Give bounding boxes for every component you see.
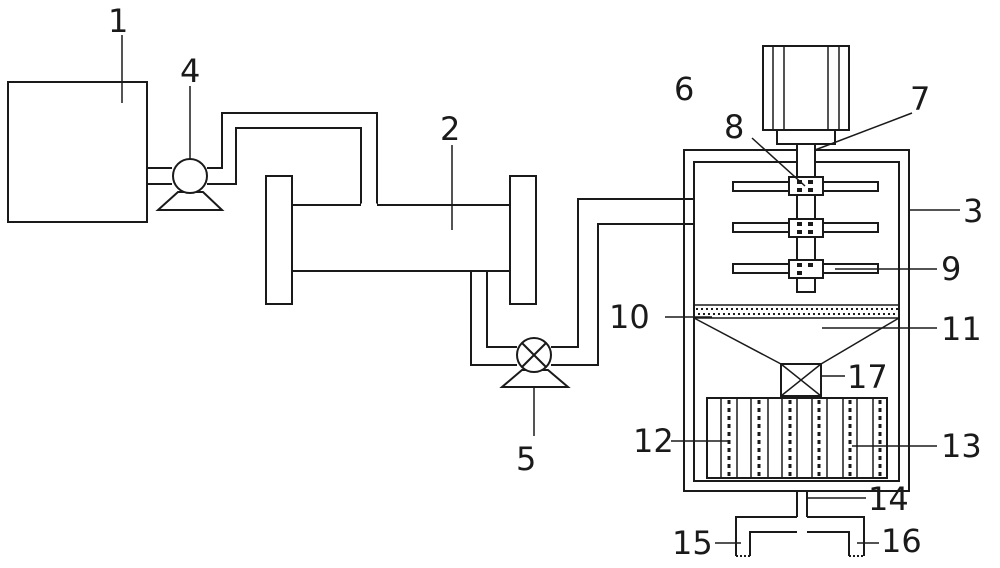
outlet-pipe-14	[735, 491, 865, 557]
valve-17	[780, 363, 822, 397]
label-5: 5	[516, 440, 536, 478]
hopper-11	[693, 317, 900, 365]
label-7: 7	[910, 80, 930, 118]
motor-6	[762, 45, 850, 131]
label-2: 2	[440, 110, 460, 148]
stirring-blades	[732, 176, 879, 279]
label-9: 9	[941, 250, 961, 288]
leader-lines	[121, 35, 960, 544]
label-10: 10	[609, 298, 650, 336]
label-8: 8	[724, 108, 744, 146]
label-3: 3	[963, 192, 983, 230]
pipe-tank-to-pump4	[147, 167, 172, 185]
pump-4	[155, 158, 225, 211]
label-1: 1	[108, 2, 128, 40]
tank-1	[7, 81, 148, 223]
label-11: 11	[941, 310, 982, 348]
pipe-pump4-to-reactor	[207, 112, 378, 205]
label-16: 16	[881, 522, 922, 560]
label-12: 12	[633, 422, 674, 460]
label-13: 13	[941, 427, 982, 465]
reactor-2	[265, 175, 537, 305]
label-4: 4	[180, 52, 200, 90]
label-17: 17	[847, 358, 888, 396]
pipe-reactor-to-pump5	[470, 271, 517, 366]
filter-screen-10	[694, 304, 899, 319]
motor-6-fins	[772, 46, 840, 130]
motor-coupling	[776, 129, 836, 145]
label-15: 15	[672, 524, 713, 562]
label-6: 6	[674, 70, 694, 108]
pipe-pump5-to-vessel	[551, 198, 694, 366]
filter-cartridges	[706, 397, 888, 479]
pump-5	[499, 337, 571, 388]
label-14: 14	[868, 480, 909, 518]
